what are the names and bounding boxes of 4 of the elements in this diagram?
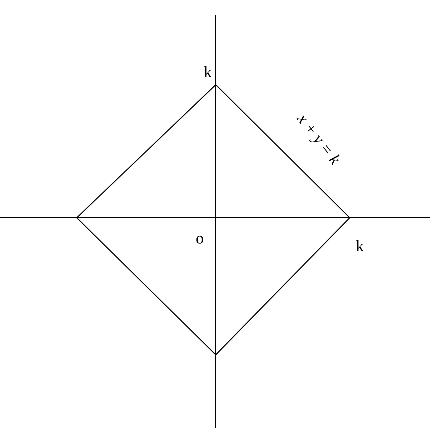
axis-label: k [204,66,212,78]
axis-label: x + y = k [296,115,340,166]
axis-label: o [196,236,204,244]
axis-label: k [356,240,364,252]
